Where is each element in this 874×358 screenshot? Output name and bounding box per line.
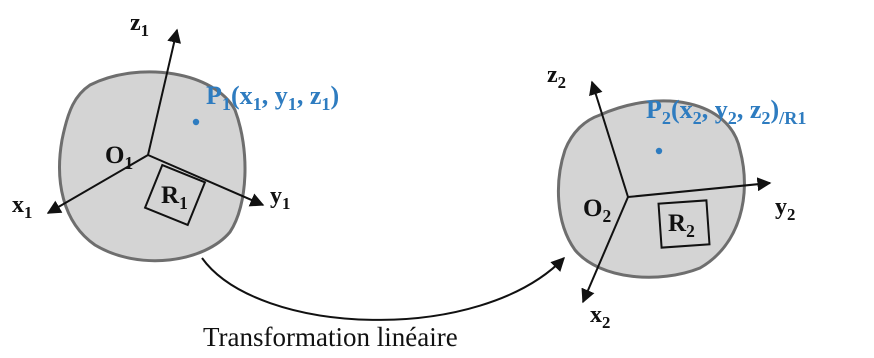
x1-label: x1 xyxy=(12,192,32,222)
x1-axis xyxy=(46,154,149,214)
z1-label: z1 xyxy=(130,10,149,40)
y2-axis xyxy=(627,177,772,198)
y2-label: y2 xyxy=(775,194,795,224)
frame-1-box xyxy=(143,163,207,227)
frame-1-label: R1 xyxy=(161,182,188,213)
z1-axis xyxy=(147,28,181,156)
point-p2-dot xyxy=(655,147,663,155)
x2-axis xyxy=(581,196,629,304)
origin-1-label: O1 xyxy=(105,142,133,173)
z2-axis xyxy=(589,80,629,198)
y1-label: y1 xyxy=(270,183,290,213)
point-p1-label: P1(x1, y1, z1) xyxy=(206,81,339,114)
body-1-blob xyxy=(58,70,247,263)
origin-2-label: O2 xyxy=(583,195,611,226)
y1-axis xyxy=(147,154,265,207)
body-2-blob xyxy=(557,99,746,279)
transformation-label: Transformation linéaire xyxy=(203,322,458,352)
point-p1-dot xyxy=(192,118,200,126)
point-p2-label: P2(x2, y2, z2)/R1 xyxy=(646,95,806,128)
z2-label: z2 xyxy=(547,62,566,92)
x2-label: x2 xyxy=(590,302,610,332)
transformation-arrow xyxy=(201,256,565,321)
frame-2-box xyxy=(657,199,711,249)
frame-2-label: R2 xyxy=(668,210,695,241)
